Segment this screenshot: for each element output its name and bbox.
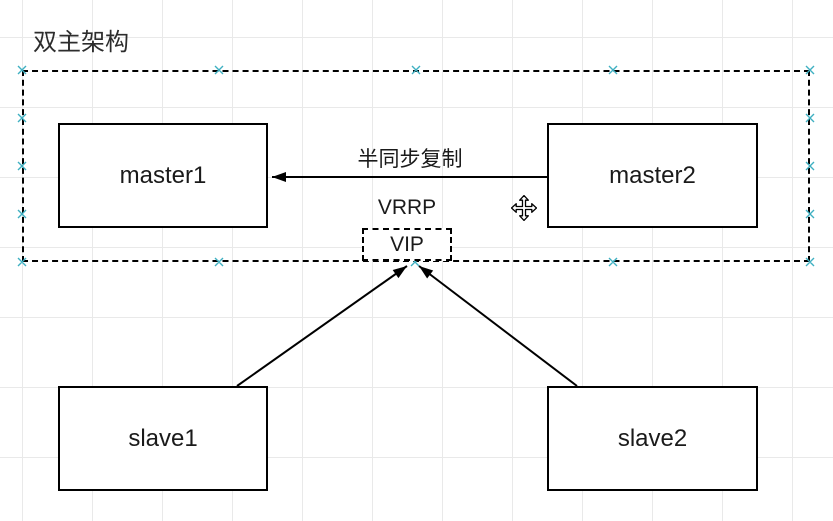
edge-replication-label[interactable]: 半同步复制 (357, 148, 463, 171)
node-vip[interactable]: VIP (362, 228, 452, 261)
vrrp-label[interactable]: VRRP (377, 196, 437, 219)
node-slave1[interactable]: slave1 (58, 386, 268, 491)
node-master1[interactable]: master1 (58, 123, 268, 228)
node-master2-label: master2 (609, 161, 696, 189)
node-vip-label: VIP (390, 232, 424, 256)
edge-slave2-to-vip[interactable] (418, 265, 578, 387)
node-slave2[interactable]: slave2 (547, 386, 758, 491)
node-slave2-label: slave2 (617, 424, 688, 452)
node-master1-label: master1 (119, 161, 207, 189)
node-slave1-label: slave1 (128, 424, 198, 452)
node-master2[interactable]: master2 (547, 123, 758, 228)
selection-handles[interactable] (17, 65, 815, 267)
move-cursor-icon (511, 195, 537, 221)
diagram-title[interactable]: 双主架构 (33, 29, 129, 56)
edge-slave1-to-vip[interactable] (236, 265, 408, 387)
